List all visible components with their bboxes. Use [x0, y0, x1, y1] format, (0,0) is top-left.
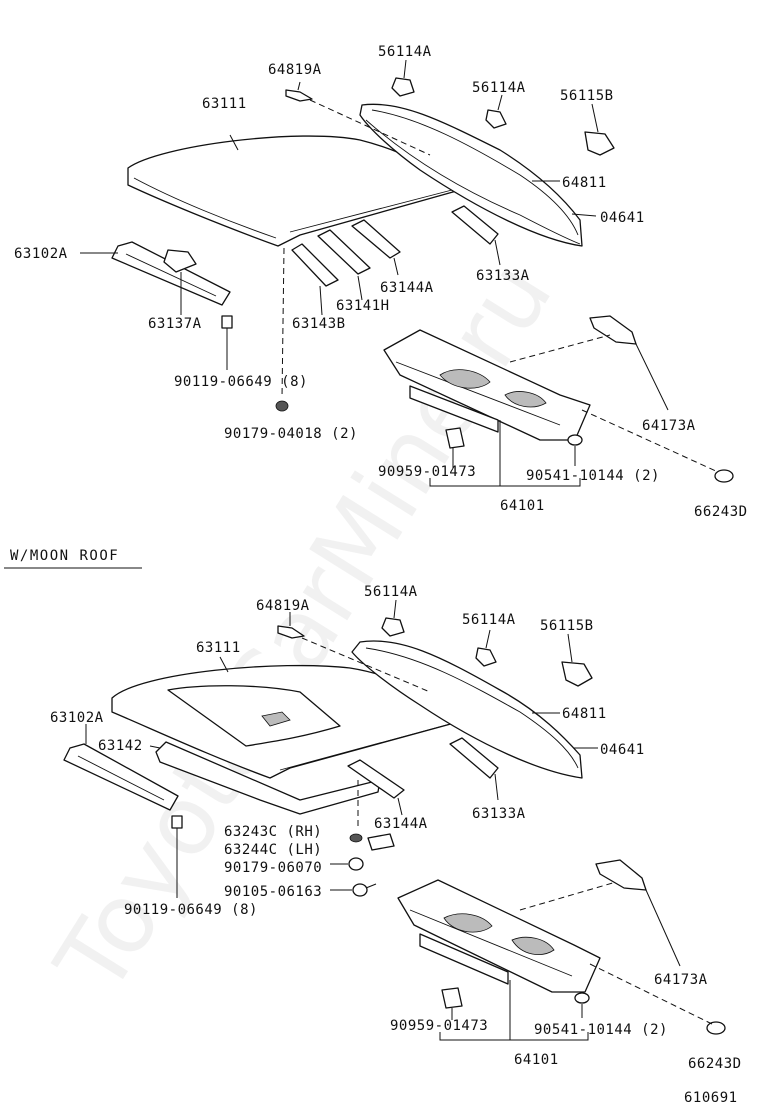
bolt-90105-moon — [352, 883, 377, 897]
clip-90959-top — [445, 427, 465, 449]
diagram-number: 610691 — [684, 1090, 738, 1106]
cap-66243d-moon — [706, 1021, 726, 1035]
label-63102a-moon: 63102A — [50, 710, 104, 726]
label-64173a-top: 64173A — [642, 418, 696, 434]
label-90179-top: 90179-04018 (2) — [224, 426, 358, 442]
clip-56114a-2-top — [485, 109, 507, 129]
nut-90541-moon — [574, 992, 590, 1004]
panel-64173a-top — [589, 315, 637, 345]
label-64811-moon: 64811 — [562, 706, 607, 722]
label-64811-top: 64811 — [562, 175, 607, 191]
label-63144a-top: 63144A — [380, 280, 434, 296]
label-63111-top: 63111 — [202, 96, 247, 112]
label-63144a-moon: 63144A — [374, 816, 428, 832]
label-64101-moon: 64101 — [514, 1052, 559, 1068]
roof-bow-63144a-moon — [347, 759, 405, 799]
label-64101-top: 64101 — [500, 498, 545, 514]
screw-90119-top — [221, 315, 233, 340]
bracket-63137a-top — [163, 249, 197, 273]
rear-molding-moon — [351, 640, 583, 779]
label-63137a-top: 63137A — [148, 316, 202, 332]
section-title-moon-roof: W/MOON ROOF — [10, 548, 119, 564]
retainer-64819a-moon — [277, 625, 305, 639]
roof-panel-moon — [111, 664, 459, 779]
clip-56115b-moon — [561, 661, 593, 687]
label-63141h-top: 63141H — [336, 298, 390, 314]
label-64173a-moon: 64173A — [654, 972, 708, 988]
moon-roof-frame-63142 — [155, 741, 381, 815]
label-90119-top: 90119-06649 (8) — [174, 374, 308, 390]
roof-bow-63133a-top — [451, 205, 499, 245]
label-04641-top: 04641 — [600, 210, 645, 226]
top-section: 63111 64819A 56114A 56114A 56115B 64811 … — [14, 44, 748, 520]
clip-56114a-1-moon — [381, 617, 405, 637]
package-tray-top — [383, 329, 591, 441]
label-90105-moon: 90105-06163 — [224, 884, 322, 900]
label-56115b-top: 56115B — [560, 88, 614, 104]
clip-56114a-1-top — [391, 77, 415, 97]
roof-bow-63144a-top — [351, 219, 401, 259]
nut-90179-moon — [348, 857, 364, 871]
label-90119-moon: 90119-06649 (8) — [124, 902, 258, 918]
label-63111-moon: 63111 — [196, 640, 241, 656]
roof-bow-63141h-top — [317, 229, 371, 275]
retainer-64819a-top — [285, 89, 313, 102]
clip-56114a-2-moon — [475, 647, 497, 667]
label-64819a-moon: 64819A — [256, 598, 310, 614]
cap-66243d-top — [714, 469, 734, 483]
label-04641-moon: 04641 — [600, 742, 645, 758]
header-63102a-top — [111, 241, 231, 306]
moon-roof-section: 64819A 56114A 56114A 56115B 63111 63102A… — [50, 584, 742, 1072]
label-66243d-top: 66243D — [694, 504, 748, 520]
label-56114a-1-moon: 56114A — [364, 584, 418, 600]
roof-bow-63143b-top — [291, 243, 339, 287]
label-56114a-1-top: 56114A — [378, 44, 432, 60]
label-64819a-top: 64819A — [268, 62, 322, 78]
label-63142-moon: 63142 — [98, 738, 143, 754]
clip-56115b-top — [584, 131, 615, 156]
label-90959-top: 90959-01473 — [378, 464, 476, 480]
label-90541-moon: 90541-10144 (2) — [534, 1022, 668, 1038]
package-tray-moon — [397, 879, 601, 993]
rear-molding-top — [359, 103, 583, 247]
label-63102a-top: 63102A — [14, 246, 68, 262]
roof-bow-63133a-moon — [449, 737, 499, 779]
clip-90959-moon — [441, 987, 463, 1009]
bracket-63243c-moon — [349, 833, 395, 851]
label-63244c-moon: 63244C (LH) — [224, 842, 322, 858]
label-63133a-top: 63133A — [476, 268, 530, 284]
label-90541-top: 90541-10144 (2) — [526, 468, 660, 484]
nut-90541-top — [567, 434, 583, 446]
screw-90119-moon — [171, 815, 183, 840]
grommet-90179-top — [275, 400, 289, 412]
label-63243c-moon: 63243C (RH) — [224, 824, 322, 840]
label-90179-moon: 90179-06070 — [224, 860, 322, 876]
label-56115b-moon: 56115B — [540, 618, 594, 634]
label-63133a-moon: 63133A — [472, 806, 526, 822]
panel-64173a-moon — [595, 859, 647, 891]
header-63102a-moon — [63, 743, 179, 811]
label-56114a-2-top: 56114A — [472, 80, 526, 96]
label-56114a-2-moon: 56114A — [462, 612, 516, 628]
label-63143b-top: 63143B — [292, 316, 346, 332]
label-90959-moon: 90959-01473 — [390, 1018, 488, 1034]
label-66243d-moon: 66243D — [688, 1056, 742, 1072]
